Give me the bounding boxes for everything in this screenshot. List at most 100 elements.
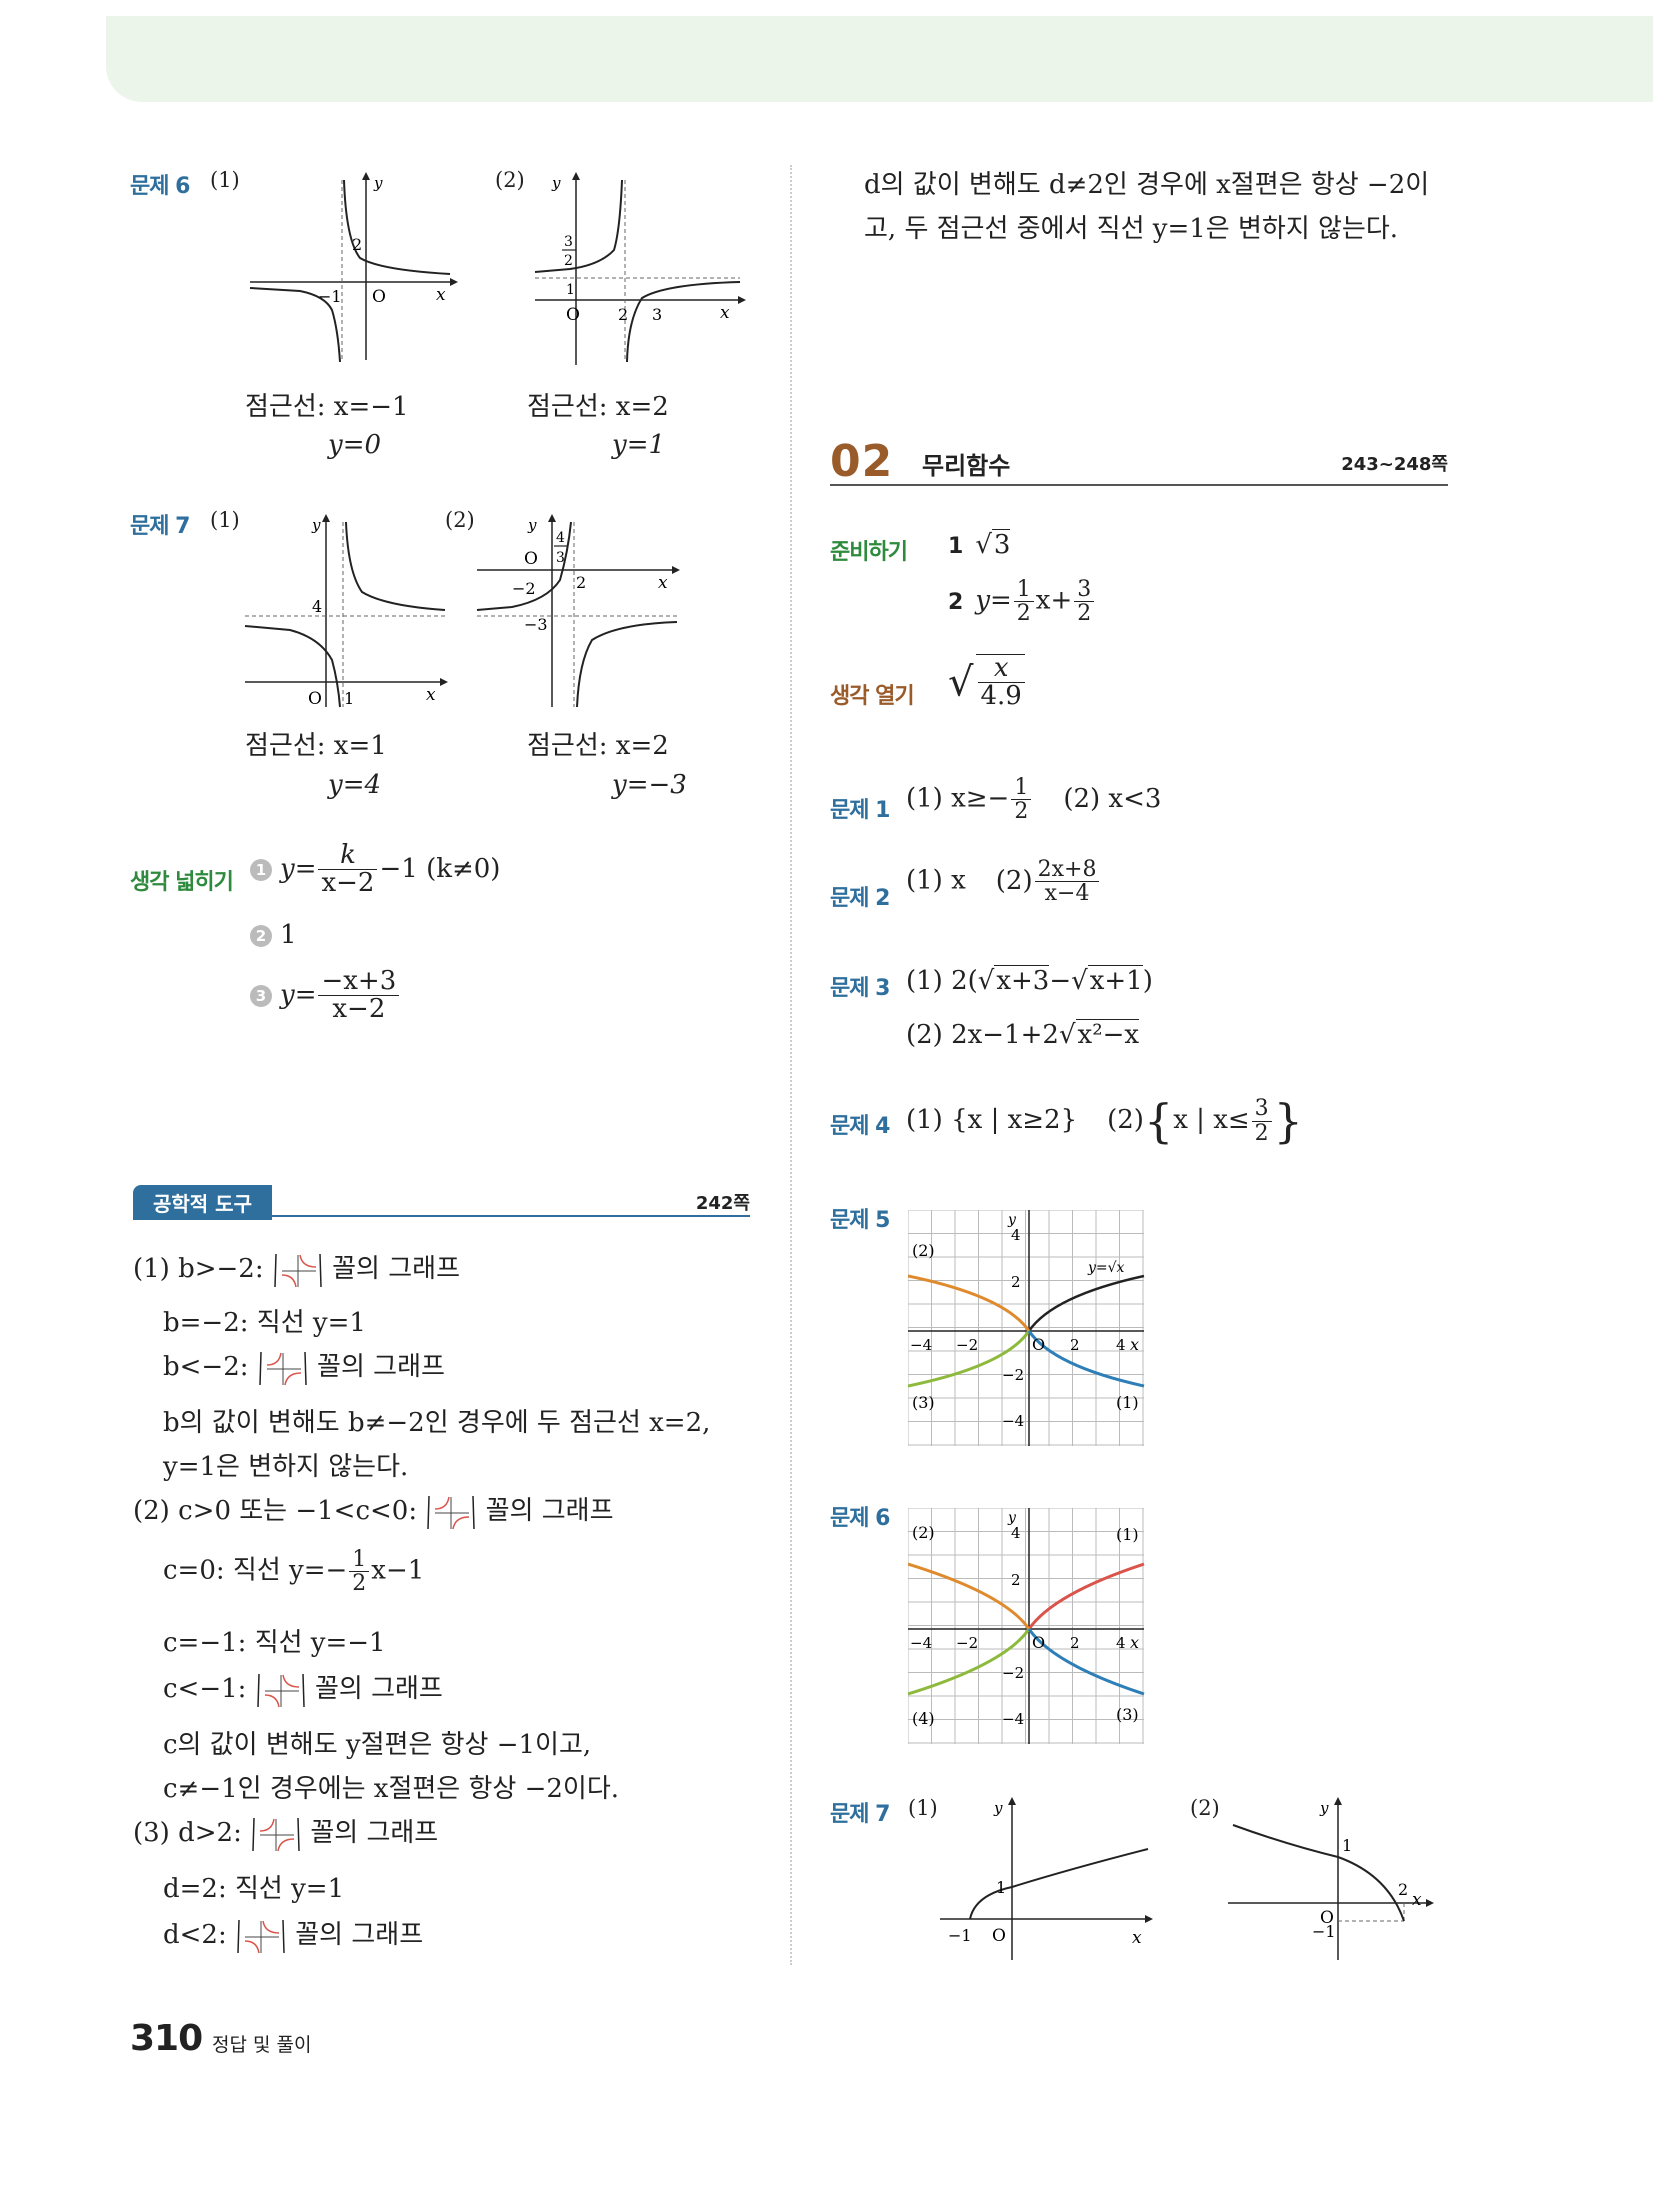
text-graph: 꼴의 그래프 xyxy=(317,1352,445,1382)
text-line: (1) b>−2: xyxy=(133,1254,264,1284)
graph-label: y=√x xyxy=(1087,1260,1125,1276)
page-number: 310 xyxy=(130,2018,203,2059)
graph-label: −1 xyxy=(948,1926,972,1945)
graph-label: y xyxy=(551,174,561,192)
section-title: 무리함수 xyxy=(922,452,1011,480)
fraction-num: 1 xyxy=(1013,578,1034,603)
graph-right-7-1: y x O 1 −1 xyxy=(940,1797,1153,1960)
graph-label: x xyxy=(720,303,730,323)
graph-icon xyxy=(252,1817,300,1852)
problem-6-2-asymptote-y: y=1 xyxy=(612,430,666,460)
section-number: 02 xyxy=(830,436,894,487)
graph-label: 4 xyxy=(1116,1634,1126,1652)
bullet-3: 3 xyxy=(250,984,272,1007)
graph-label: 4 xyxy=(1011,1524,1021,1542)
tool-line-9: c<−1: 꼴의 그래프 xyxy=(163,1668,443,1711)
fraction-den: 2 xyxy=(1077,601,1092,627)
graph-label: x xyxy=(1130,1335,1139,1354)
fraction-num: k xyxy=(318,841,378,871)
bullet-1: 1 xyxy=(250,858,272,881)
prep-label: 준비하기 xyxy=(830,540,908,565)
text-line: b<−2: xyxy=(163,1352,249,1382)
graph-icon xyxy=(256,1673,305,1708)
graph-label: x xyxy=(426,685,436,705)
graph-label: 2 xyxy=(618,305,628,324)
engineering-tool-badge: 공학적 도구 xyxy=(133,1185,272,1220)
problem-6-1-asymptote-y: y=0 xyxy=(328,430,382,460)
fraction-num: x xyxy=(977,654,1025,684)
graph-icon xyxy=(259,1351,307,1386)
graph-label: −2 xyxy=(1002,1664,1024,1682)
graph-label: O xyxy=(308,689,322,709)
fraction-den: 2 xyxy=(352,1571,367,1597)
text-part: (2) 2x−1+2 xyxy=(906,1020,1059,1050)
text-mid: x+ xyxy=(1035,585,1073,616)
graph-label: 1 xyxy=(344,689,354,708)
graph-label: O xyxy=(524,549,538,569)
text-part: (2) x<3 xyxy=(1063,783,1162,814)
section-header: 02 무리함수 243~248쪽 xyxy=(830,436,1448,487)
text-part: (1) 2( xyxy=(906,966,978,996)
fraction-den: 2 xyxy=(1014,799,1029,825)
graph-label: −1 xyxy=(1312,1922,1336,1941)
graph-label: 2 xyxy=(1011,1571,1021,1589)
graph-label: −2 xyxy=(956,1336,978,1354)
text-line: d<2: xyxy=(163,1920,227,1950)
r-problem-7-sub-1: (1) xyxy=(908,1796,938,1820)
tool-line-1: (1) b>−2: 꼴의 그래프 xyxy=(133,1248,460,1291)
fraction-num: 3 xyxy=(1074,578,1095,603)
graph-label: 2 xyxy=(564,253,573,269)
text-part: (1) x xyxy=(906,865,966,896)
graph-label: O xyxy=(1320,1908,1334,1928)
graph-label: 2 xyxy=(1070,1336,1080,1354)
graph-right-7-2: y x O 1 2 −1 xyxy=(1228,1797,1434,1960)
text-graph: 꼴의 그래프 xyxy=(332,1254,461,1284)
think-wider-label: 생각 넓히기 xyxy=(130,870,234,895)
graph-label: O xyxy=(1032,1335,1045,1354)
sqrt-radicand: x+1 xyxy=(1087,965,1143,996)
text-graph: 꼴의 그래프 xyxy=(310,1818,439,1848)
problem-6-sub-1: (1) xyxy=(210,168,240,192)
tool-line-5: y=1은 변하지 않는다. xyxy=(163,1452,409,1482)
graph-label: y xyxy=(373,174,383,192)
text-part: x | x≤ xyxy=(1173,1105,1250,1135)
fraction-num: −x+3 xyxy=(318,967,400,997)
graph-label: 4 xyxy=(1011,1226,1021,1244)
problem-7-sub-1: (1) xyxy=(210,508,240,532)
problem-7-2-asymptote-y: y=−3 xyxy=(612,770,687,800)
tool-line-14: d<2: 꼴의 그래프 xyxy=(163,1914,423,1957)
graph-label: 3 xyxy=(556,550,565,566)
text-part: (2) xyxy=(1107,1105,1144,1135)
text-part: (1) x≥− xyxy=(906,783,1010,814)
sqrt-radicand: x+3 xyxy=(994,965,1050,996)
problem-6-sub-2: (2) xyxy=(495,168,525,192)
r-problem-3-answer-1: (1) 2(√x+3−√x+1) xyxy=(906,965,1153,996)
graph-label: y xyxy=(993,1799,1003,1817)
fraction-num: 1 xyxy=(1011,776,1032,801)
problem-7-label: 문제 7 xyxy=(130,514,190,539)
graph-label: −2 xyxy=(956,1634,978,1652)
engineering-tool-page-ref: 242쪽 xyxy=(695,1193,750,1214)
sqrt-radicand: 3 xyxy=(991,529,1011,560)
tool-line-4: b의 값이 변해도 b≠−2인 경우에 두 점근선 x=2, xyxy=(163,1408,711,1438)
text-line: c=0: 직선 y=− xyxy=(163,1555,348,1586)
fraction-den: x−2 xyxy=(321,868,375,899)
text-y: y= xyxy=(280,979,317,1010)
right-top-line-2: 고, 두 점근선 중에서 직선 y=1은 변하지 않는다. xyxy=(864,214,1399,244)
text-answer: 1 xyxy=(280,920,297,950)
problem-7-sub-2: (2) xyxy=(445,508,475,532)
graph-label: (1) xyxy=(1116,1393,1139,1412)
graph-label: 4 xyxy=(556,530,565,546)
graph-label: (2) xyxy=(912,1523,935,1542)
